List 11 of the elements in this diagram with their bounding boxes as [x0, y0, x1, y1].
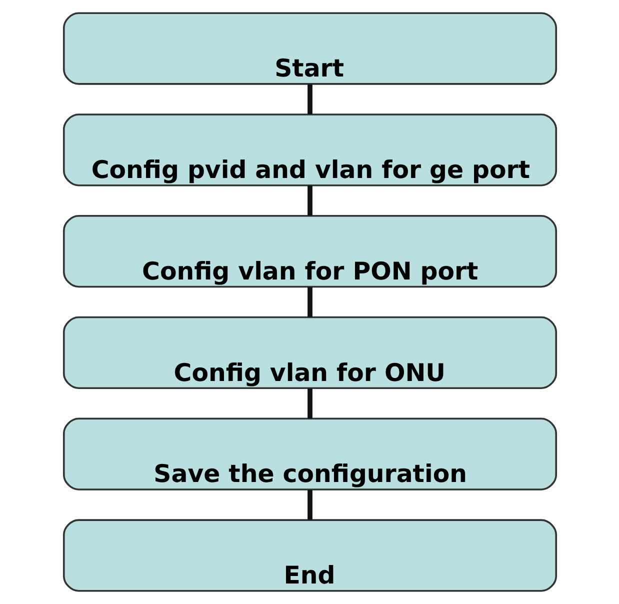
node-box: Start: [62, 12, 557, 85]
connector: [307, 388, 312, 418]
node-box: Config vlan for ONU: [62, 316, 557, 390]
node-box: End: [62, 519, 557, 592]
connector: [307, 287, 312, 318]
connector: [307, 490, 312, 520]
connector: [307, 84, 312, 114]
node-box: Save the configuration: [62, 418, 557, 490]
connector: [307, 186, 312, 216]
node-box: Config pvid and vlan for ge port: [62, 114, 557, 186]
node-box: Config vlan for PON port: [62, 214, 557, 288]
